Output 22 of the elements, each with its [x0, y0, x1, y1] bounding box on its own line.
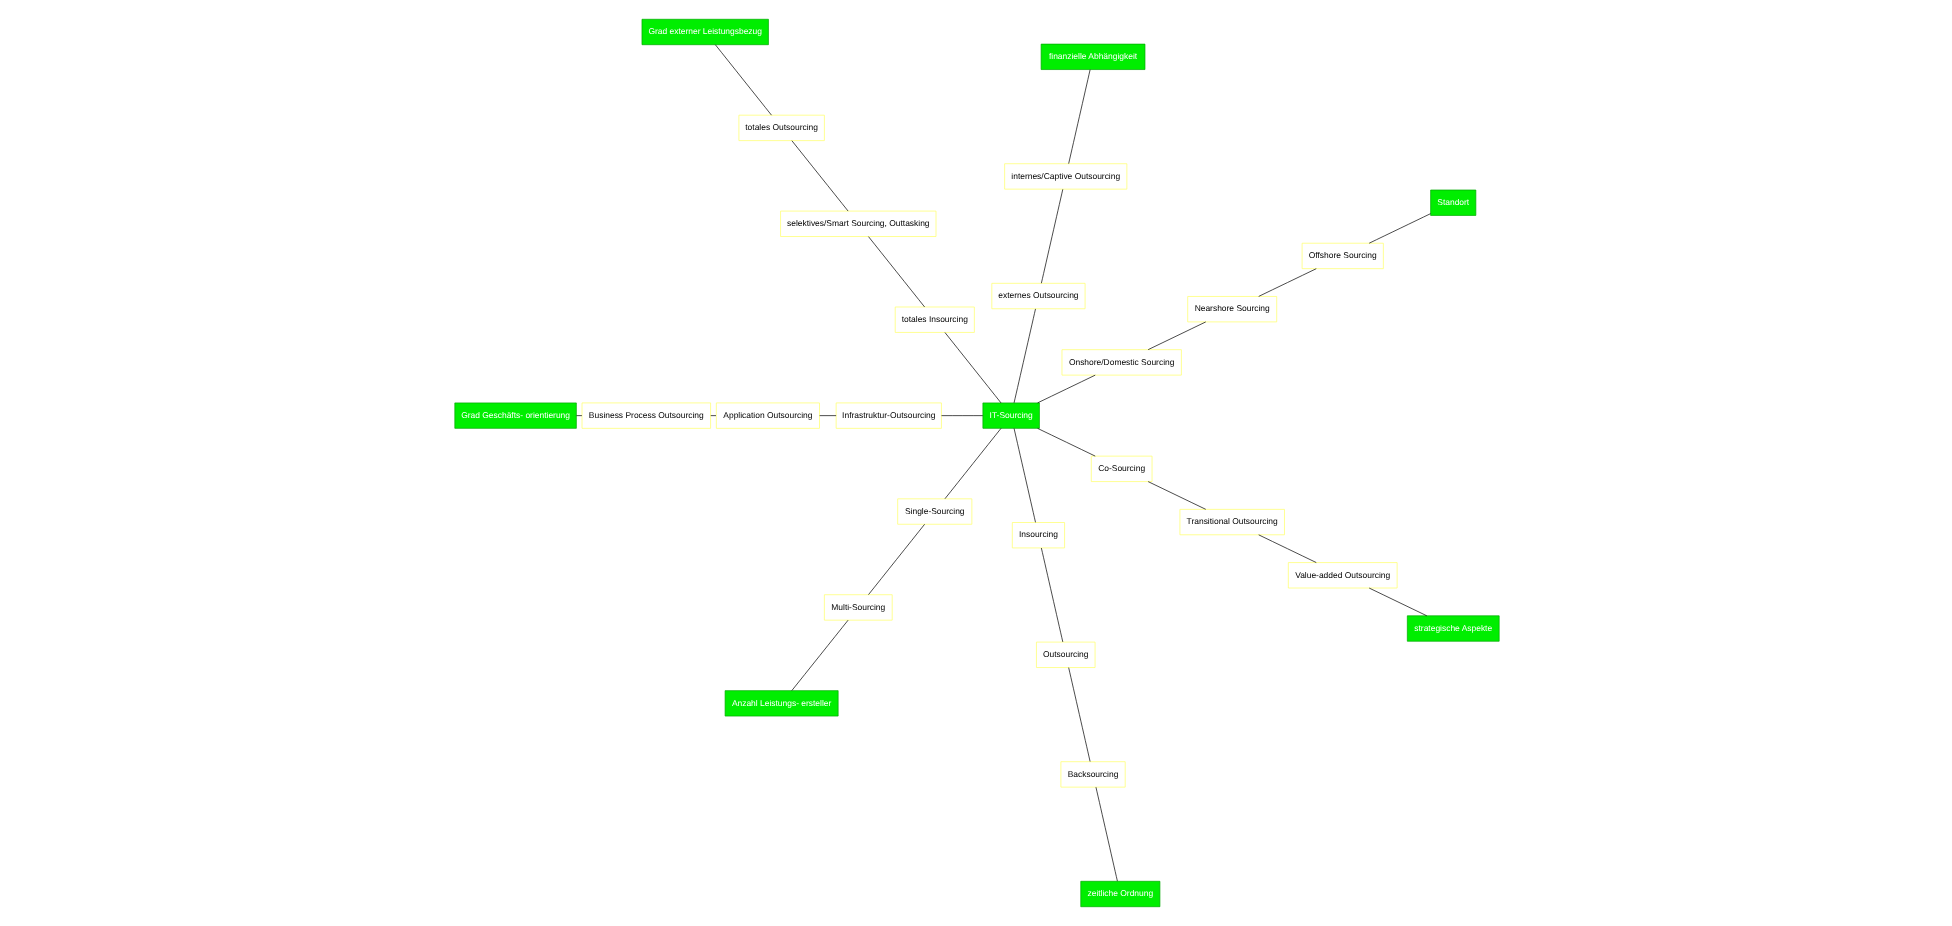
connector	[1036, 374, 1095, 404]
connector	[1040, 547, 1063, 643]
connector	[1094, 786, 1117, 882]
connector	[1012, 308, 1035, 404]
connector	[1067, 667, 1090, 762]
connector	[1012, 428, 1035, 523]
connector	[1367, 587, 1427, 617]
connector	[790, 619, 848, 691]
connector	[714, 44, 771, 116]
connector	[1067, 69, 1090, 164]
connector	[1036, 428, 1095, 457]
connector	[1146, 321, 1206, 350]
connector	[943, 428, 1001, 500]
connector	[1146, 481, 1206, 510]
connector	[1257, 268, 1316, 297]
connector	[1367, 213, 1430, 244]
connector	[790, 140, 848, 212]
connector	[1257, 534, 1316, 563]
connector	[1040, 188, 1063, 284]
connector	[867, 236, 924, 308]
connector	[867, 523, 924, 595]
connector	[943, 332, 1001, 404]
